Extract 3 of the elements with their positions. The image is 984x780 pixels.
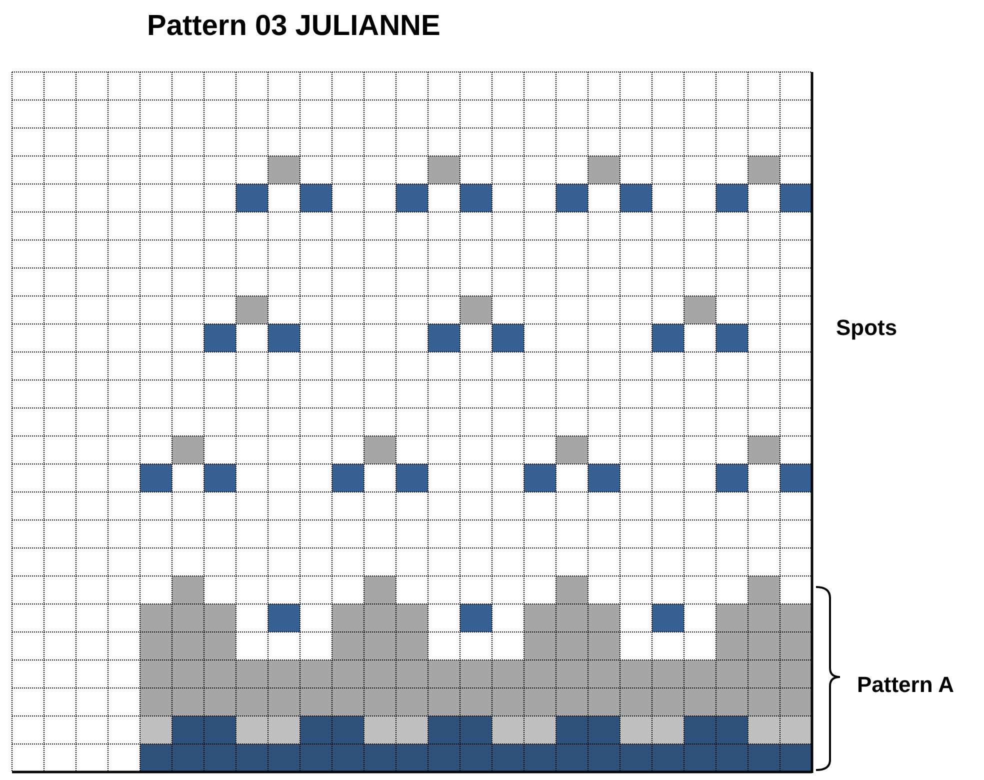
section-label: Pattern A: [857, 672, 954, 698]
chart-title: Pattern 03 JULIANNE: [147, 10, 440, 43]
section-label: Spots: [836, 315, 898, 341]
